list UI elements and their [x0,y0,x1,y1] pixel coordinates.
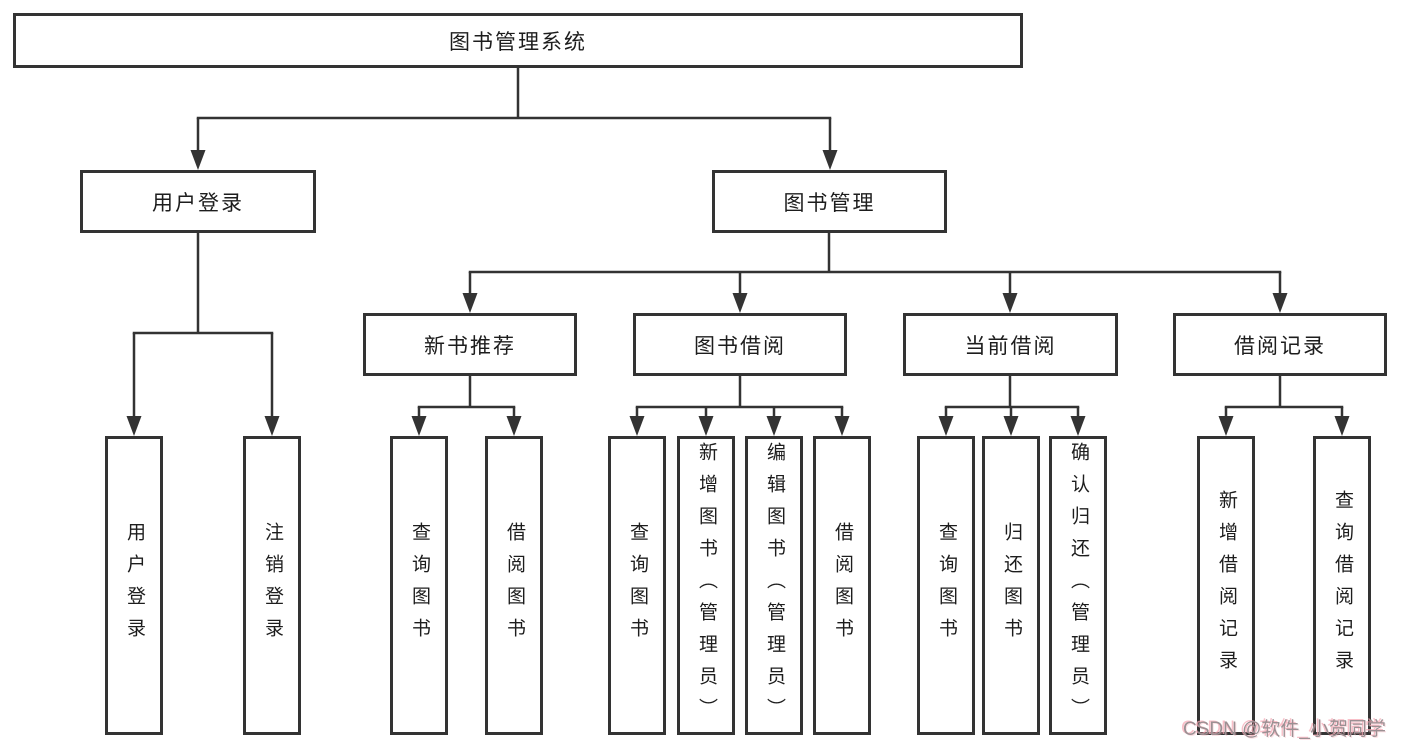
csdn-watermark: CSDN @软件_小贺同学 [1183,719,1386,740]
leaf-edit-books-admin: 编辑图书（管理员） [745,436,803,735]
leaf-query-borrow-record: 查询借阅记录 [1313,436,1371,735]
leaf-add-borrow-record: 新增借阅记录 [1197,436,1255,735]
node-book-management: 图书管理 [712,170,947,233]
leaf-borrow-query-books: 查询图书 [608,436,666,735]
leaf-borrow-books: 借阅图书 [813,436,871,735]
leaf-add-books-admin: 新增图书（管理员） [677,436,735,735]
node-user-login: 用户登录 [80,170,316,233]
leaf-return-books: 归还图书 [982,436,1040,735]
node-new-book-recommend: 新书推荐 [363,313,577,376]
node-borrow-records: 借阅记录 [1173,313,1387,376]
leaf-current-query-books: 查询图书 [917,436,975,735]
leaf-user-login: 用户登录 [105,436,163,735]
leaf-recommend-borrow-books: 借阅图书 [485,436,543,735]
leaf-logout-login: 注销登录 [243,436,301,735]
node-root-system: 图书管理系统 [13,13,1023,68]
node-book-borrow: 图书借阅 [633,313,847,376]
node-current-borrow: 当前借阅 [903,313,1118,376]
leaf-confirm-return-admin: 确认归还（管理员） [1049,436,1107,735]
leaf-recommend-query-books: 查询图书 [390,436,448,735]
